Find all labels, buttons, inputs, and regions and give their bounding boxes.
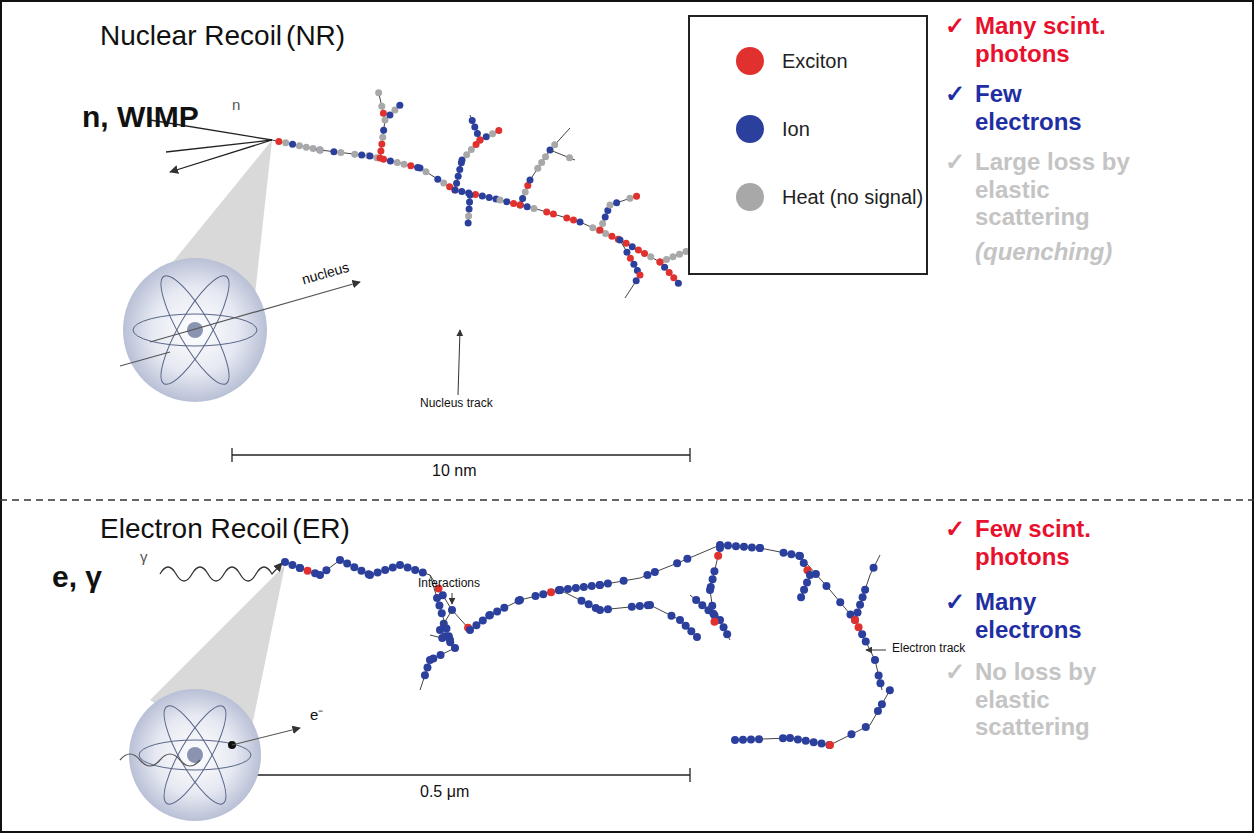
particle-label: n, WIMP [82, 100, 199, 135]
nucleus-label: nucleus [300, 259, 351, 288]
property-text: Few electrons [975, 80, 1135, 135]
legend-entry: Heat (no signal) [736, 183, 923, 211]
track-label: Interactions [418, 577, 480, 591]
legend-swatch [736, 115, 764, 143]
check-mark: ✓ [945, 588, 965, 616]
particle-label: γ [140, 548, 148, 565]
legend-box: ExcitonIonHeat (no signal) [688, 15, 928, 275]
property-text: No loss by elastic scattering [975, 658, 1135, 741]
legend-text: Heat (no signal) [782, 186, 923, 209]
track-label: Electron track [892, 642, 965, 656]
check-mark: ✓ [945, 80, 965, 108]
legend-entry: Ion [736, 115, 810, 143]
particle-label: e⁻ [310, 706, 323, 723]
check-mark: ✓ [945, 12, 965, 40]
property-text: Many electrons [975, 588, 1135, 643]
check-mark: ✓ [945, 658, 965, 686]
property-text: Many scint. photons [975, 12, 1145, 67]
property-text: Few scint. photons [975, 515, 1145, 570]
check-mark: ✓ [945, 515, 965, 543]
legend-entry: Exciton [736, 47, 848, 75]
scale-label: 0.5 μm [420, 783, 469, 801]
legend-text: Exciton [782, 50, 848, 73]
panel-tag: (NR) [286, 20, 345, 52]
track-label: Nucleus track [420, 397, 493, 411]
particle-label: n [232, 96, 240, 113]
panel-title: Electron Recoil [100, 513, 288, 545]
panel-tag: (ER) [292, 513, 350, 545]
property-text: Large loss by elastic scattering [975, 148, 1135, 231]
property-text: (quenching) [975, 238, 1112, 266]
panel-title: Nuclear Recoil [100, 20, 282, 52]
legend-text: Ion [782, 118, 810, 141]
legend-swatch [736, 47, 764, 75]
legend-swatch [736, 183, 764, 211]
scale-label: 10 nm [432, 462, 476, 480]
particle-label: e, γ [52, 560, 102, 595]
check-mark: ✓ [945, 148, 965, 176]
